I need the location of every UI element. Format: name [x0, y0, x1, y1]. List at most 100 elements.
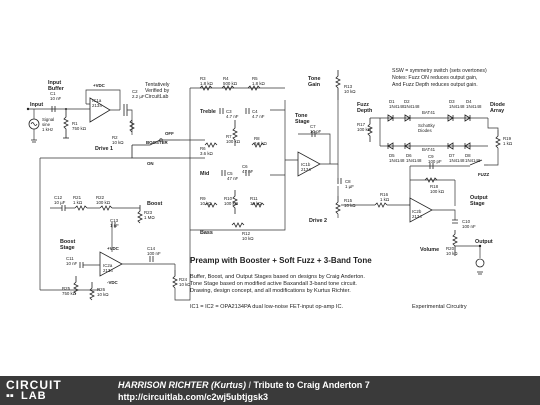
c8-capacitor [337, 178, 342, 184]
ic2-pos-supply: +VDC [107, 246, 120, 251]
desc-line-2: Tone Stage based on modified active Baxa… [190, 281, 357, 287]
ssw-note: SSW = symmetry switch (sets overtones) [392, 68, 487, 74]
output-meter [475, 258, 485, 268]
c14-capacitor [149, 256, 154, 262]
c1-capacitor [51, 106, 56, 112]
bat41-bottom-label: BAT41 [422, 147, 436, 152]
r25-resistor [73, 276, 79, 295]
input-label: Input [30, 102, 43, 108]
circuitlab-logo[interactable]: CIRCUIT ▪▪ LAB [6, 379, 64, 402]
author-name[interactable]: HARRISON RICHTER (Kurtus) [118, 380, 246, 390]
r16-resistor [374, 202, 388, 208]
boost-label: Boost [147, 201, 162, 207]
output-label: Output [475, 239, 493, 245]
r12-resistor [231, 222, 245, 228]
r21-resistor [74, 205, 88, 211]
logo-mark-icon: ▪▪ [6, 390, 14, 402]
r24-resistor [172, 270, 178, 289]
bass-label: Bass [200, 230, 213, 236]
fuzz-note-1: Notes: Fuzz ON reduces output gain, [392, 75, 477, 81]
ic1a-opamp [89, 97, 111, 123]
logo-word-circuit: CIRCUIT [6, 378, 62, 392]
experimental-label: Experimental Circuitry [412, 304, 467, 310]
r5-resistor [247, 85, 261, 91]
bat41-top-label: BAT41 [422, 110, 436, 115]
author-line: HARRISON RICHTER (Kurtus) / Tribute to C… [118, 380, 370, 390]
booster-switch-label: BOOSTER [146, 140, 169, 145]
fuzz-switch-label: FUZZ [478, 172, 490, 177]
drive1-label: Drive 1 [95, 146, 113, 152]
r2-resistor [129, 119, 135, 133]
r23-resistor [137, 205, 143, 224]
r19-resistor [495, 130, 501, 149]
r3-resistor [199, 85, 213, 91]
c2-capacitor [123, 104, 128, 116]
desc-line-5: IC1 = IC2 = OPA2134PA dual low-noise FET… [190, 304, 344, 310]
ic1-pos-supply: +VDC [93, 83, 106, 88]
r15-resistor [335, 196, 341, 215]
r22-resistor [99, 205, 113, 211]
r4-resistor [221, 85, 235, 91]
volume-label: Volume [420, 247, 439, 253]
r11-resistor [251, 202, 265, 208]
circuit-title: Preamp with Booster + Soft Fuzz + 3-Band… [190, 256, 372, 265]
ic2-neg-supply: -VDC [107, 280, 119, 285]
c13-capacitor [111, 222, 116, 228]
r1-resistor [63, 109, 69, 138]
c12-capacitor [61, 205, 66, 211]
footer-bar: CIRCUIT ▪▪ LAB HARRISON RICHTER (Kurtus)… [0, 376, 540, 405]
booster-off-label: OFF [165, 131, 174, 136]
r9-resistor [204, 202, 218, 208]
drive2-label: Drive 2 [309, 218, 327, 224]
booster-switch [131, 139, 180, 159]
document-url[interactable]: http://circuitlab.com/c2wj5ubtjgsk3 [118, 392, 269, 402]
c6-capacitor [245, 170, 250, 176]
booster-on-label: ON [147, 161, 154, 166]
ic2a-opamp [99, 251, 123, 277]
c11-capacitor [79, 262, 84, 268]
